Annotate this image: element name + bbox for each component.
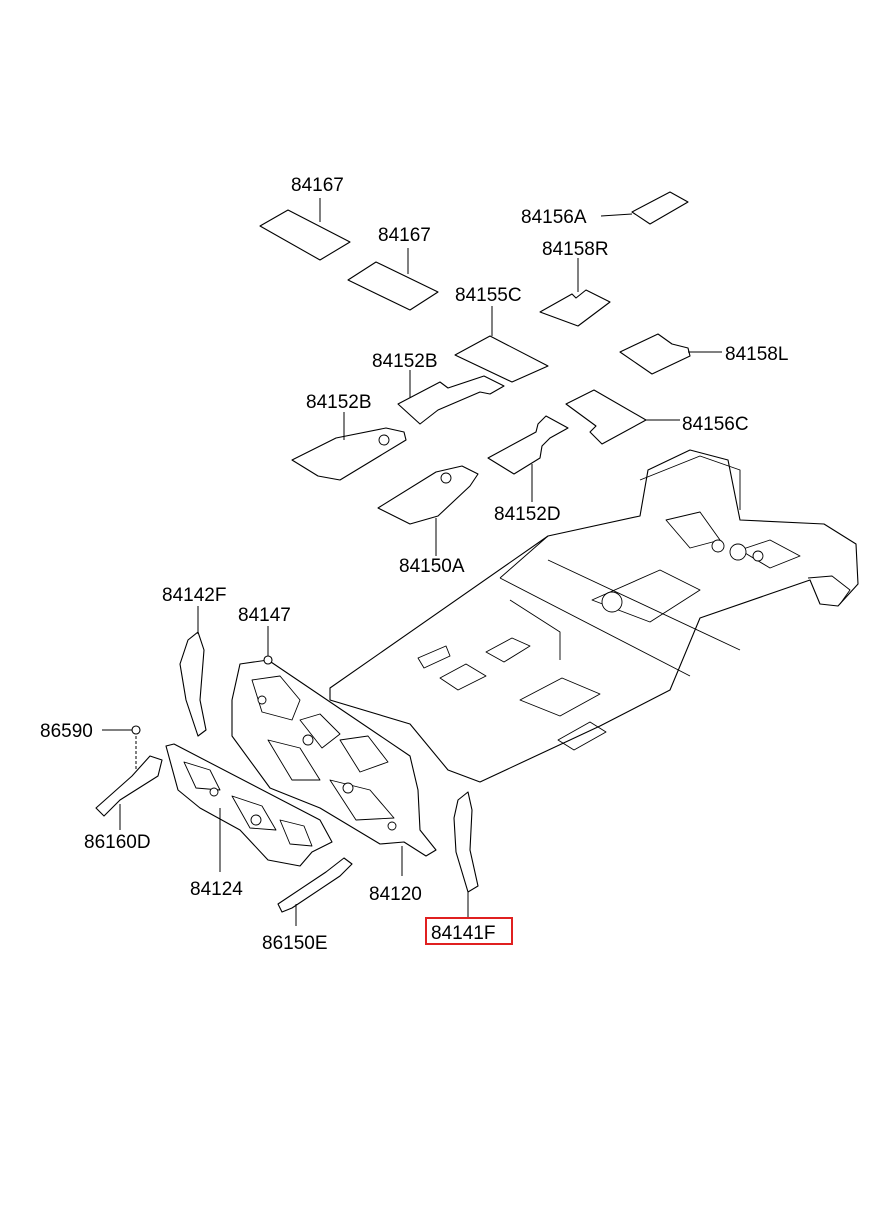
label-84156C[interactable]: 84156C bbox=[682, 414, 749, 435]
pad-84167-b[interactable] bbox=[347, 248, 439, 311]
label-84158L[interactable]: 84158L bbox=[725, 344, 788, 365]
bracket-86150E[interactable] bbox=[277, 857, 353, 926]
label-86150E[interactable]: 86150E bbox=[262, 933, 328, 954]
label-84155C[interactable]: 84155C bbox=[455, 285, 522, 306]
label-84150A[interactable]: 84150A bbox=[399, 556, 465, 577]
pillar-84141F[interactable] bbox=[453, 791, 479, 918]
label-86590[interactable]: 86590 bbox=[40, 721, 93, 742]
pad-84156C[interactable] bbox=[565, 389, 680, 445]
bolt-86590[interactable] bbox=[102, 725, 141, 770]
dash-panel-84120[interactable] bbox=[231, 659, 437, 876]
pad-84152B-a[interactable] bbox=[397, 370, 505, 425]
label-86160D[interactable]: 86160D bbox=[84, 832, 151, 853]
pad-84167-a[interactable] bbox=[259, 198, 351, 261]
label-84156A[interactable]: 84156A bbox=[521, 207, 587, 228]
pillar-84142F[interactable] bbox=[179, 606, 207, 737]
label-84152B-b[interactable]: 84152B bbox=[306, 392, 372, 413]
bracket-86160D[interactable] bbox=[95, 755, 163, 830]
pad-84156A[interactable] bbox=[600, 191, 689, 225]
label-84141F[interactable]: 84141F bbox=[431, 923, 495, 944]
pad-84158R[interactable] bbox=[539, 258, 611, 327]
pad-84155C[interactable] bbox=[454, 306, 549, 383]
label-84142F[interactable]: 84142F bbox=[162, 585, 226, 606]
label-84152D[interactable]: 84152D bbox=[494, 504, 561, 525]
label-84124[interactable]: 84124 bbox=[190, 879, 243, 900]
label-84167-a[interactable]: 84167 bbox=[291, 175, 344, 196]
pad-84158L[interactable] bbox=[619, 333, 722, 375]
label-84158R[interactable]: 84158R bbox=[542, 239, 609, 260]
label-84120[interactable]: 84120 bbox=[369, 884, 422, 905]
nut-84147[interactable] bbox=[263, 626, 273, 665]
label-84147[interactable]: 84147 bbox=[238, 605, 291, 626]
label-84152B-a[interactable]: 84152B bbox=[372, 351, 438, 372]
pad-84150A[interactable] bbox=[377, 465, 479, 556]
label-84167-b[interactable]: 84167 bbox=[378, 225, 431, 246]
floor-pan[interactable] bbox=[329, 449, 859, 783]
insulator-84124[interactable] bbox=[165, 743, 333, 872]
highlight-box bbox=[425, 917, 513, 945]
pad-84152D[interactable] bbox=[487, 415, 569, 502]
pad-84152B-b[interactable] bbox=[291, 412, 407, 481]
